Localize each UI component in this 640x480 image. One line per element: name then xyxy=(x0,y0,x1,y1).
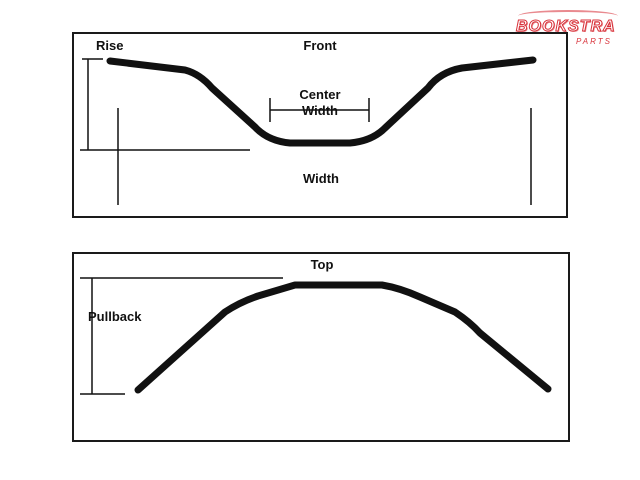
logo-brand-text: BOOKSTRA xyxy=(516,18,616,36)
width-label: Width xyxy=(303,171,339,186)
center-width-label-line2: Width xyxy=(302,103,338,118)
rise-label: Rise xyxy=(96,38,124,53)
pullback-label: Pullback xyxy=(88,309,142,324)
top-title: Top xyxy=(310,257,334,272)
brand-logo: BOOKSTRA PARTS xyxy=(512,8,636,48)
logo-swoosh xyxy=(518,10,618,22)
logo-sub-text: PARTS xyxy=(576,37,612,46)
front-handlebar-shape xyxy=(106,56,537,147)
front-title: Front xyxy=(303,38,337,53)
top-handlebar-shape xyxy=(134,281,552,394)
center-width-label-line1: Center xyxy=(299,87,341,102)
